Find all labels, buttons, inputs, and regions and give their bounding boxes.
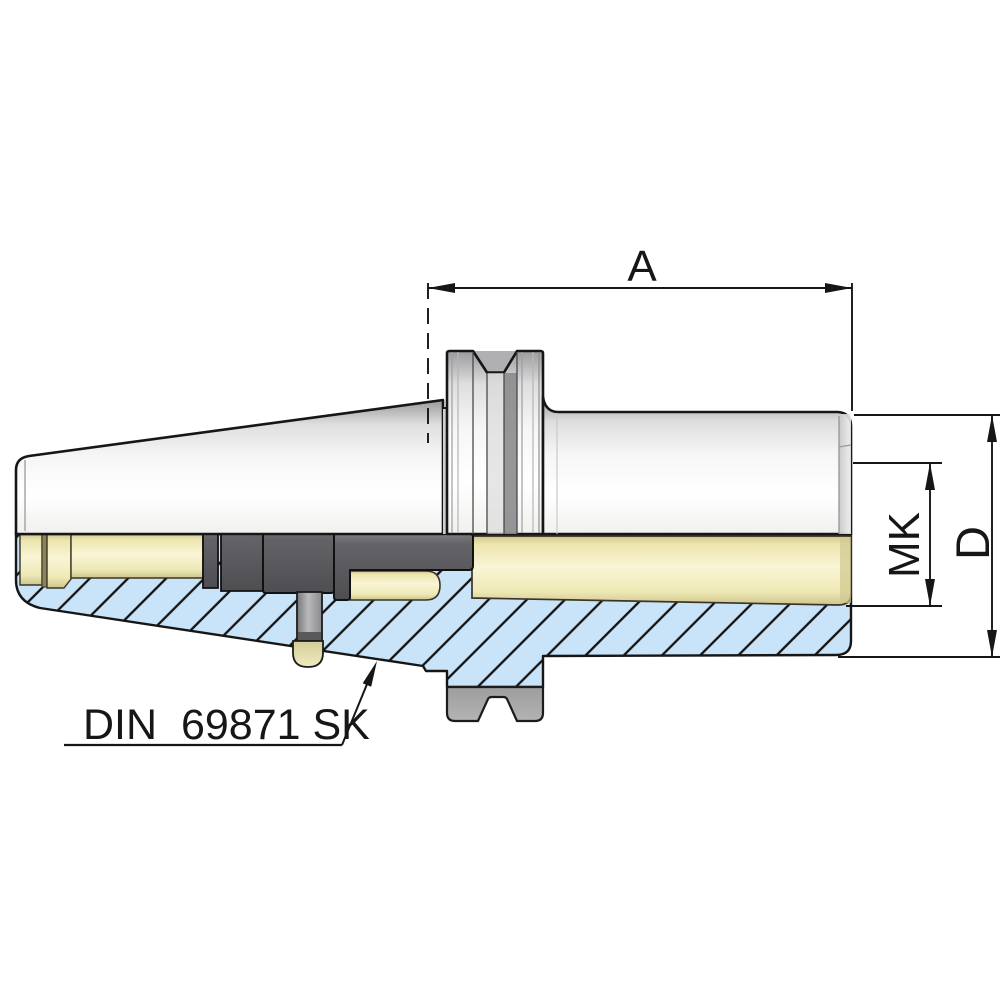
dim-mk-arrow-top (925, 463, 935, 490)
bore-small-section (70, 533, 204, 579)
holder-body (541, 395, 853, 536)
dimension-d: D (838, 414, 1000, 658)
tang-slot-block-b (220, 527, 264, 592)
dimension-d-label: D (946, 526, 999, 560)
gauge-undercut (443, 408, 447, 534)
dim-d-arrow-top (987, 415, 997, 442)
clamp-bar-block (333, 533, 474, 601)
set-screw-hole-tip (292, 640, 324, 668)
dim-a-arrow-right (825, 283, 852, 293)
bore-end-shading (840, 537, 851, 603)
sk-taper-shank (14, 398, 445, 536)
dimension-mk-label: MK (880, 512, 929, 578)
standard-label: DIN 69871 SK (83, 701, 370, 749)
flange-drive-slot-ring (445, 685, 545, 723)
morse-bore-section (471, 535, 852, 606)
bore-step-2 (46, 533, 72, 589)
external-view (14, 349, 853, 536)
dim-d-arrow-bottom (987, 630, 997, 657)
flange-groove-light-band (487, 373, 504, 534)
tang-slot-block-c (262, 527, 335, 594)
set-screw-cap-shade (298, 632, 321, 640)
bore-step-1 (19, 533, 43, 586)
flange-groove-dark-band (504, 373, 517, 534)
dimension-mk: MK (846, 462, 942, 607)
section-view (14, 527, 853, 723)
body-end-face (839, 414, 851, 534)
tang-slot-block-a (202, 528, 219, 589)
dim-mk-arrow-bottom (925, 579, 935, 606)
bore-sleeve-cylinder (349, 570, 441, 601)
dim-a-arrow-left (428, 283, 455, 293)
bore-step-groove (41, 533, 48, 588)
standard-label-leader: DIN 69871 SK (64, 661, 377, 749)
body-end-chamfer-tick (838, 444, 852, 448)
dimension-a-label: A (627, 242, 657, 291)
dimension-a: A (427, 242, 853, 443)
leader-arrowhead (362, 661, 377, 687)
